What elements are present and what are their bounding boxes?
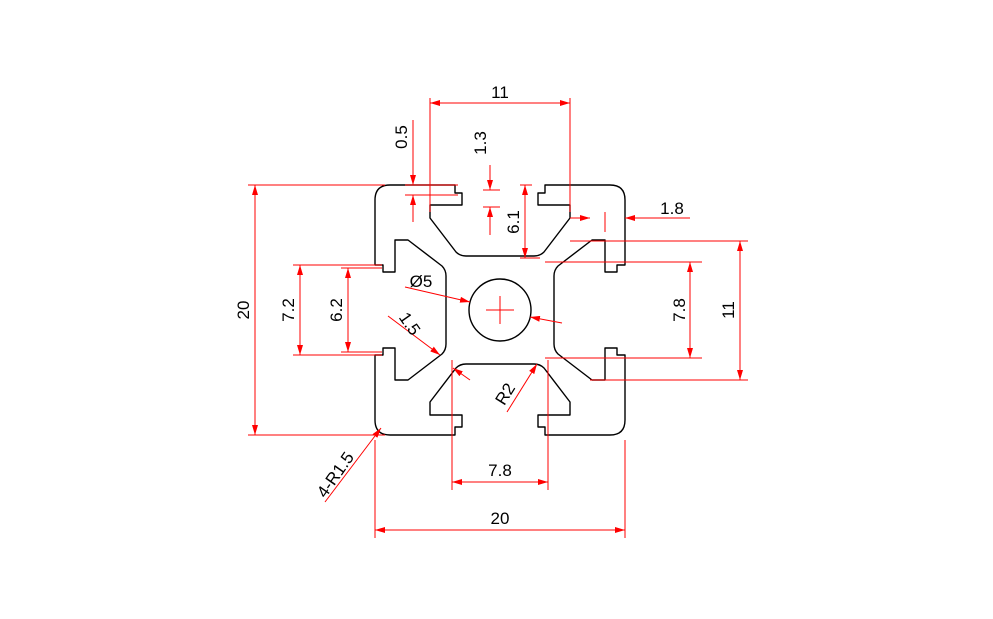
dim-right-outer: 11 — [719, 301, 738, 319]
dim-top-width: 11 — [491, 83, 509, 102]
dim-lip-depth: 1.3 — [471, 131, 490, 155]
dim-lip-thickness: 0.5 — [392, 125, 411, 149]
dim-corner-radius: 4-R1.5 — [313, 448, 358, 501]
dim-right-inner: 7.8 — [670, 298, 689, 322]
center-hole — [468, 278, 532, 342]
dim-slot-depth: 6.1 — [504, 210, 523, 234]
dim-hole: Ø5 — [410, 272, 433, 291]
dim-wall: 1.8 — [660, 199, 684, 218]
dim-height: 20 — [234, 301, 253, 320]
dim-slot-opening: 6.2 — [327, 298, 346, 322]
dim-width: 20 — [491, 509, 510, 528]
dim-web: 1.5 — [395, 309, 424, 339]
center-mark — [486, 296, 514, 324]
profile-outline — [374, 184, 626, 436]
dim-slot-outer: 7.2 — [279, 298, 298, 322]
dim-radius: R2 — [492, 380, 520, 409]
dim-bottom-inner: 7.8 — [488, 461, 512, 480]
